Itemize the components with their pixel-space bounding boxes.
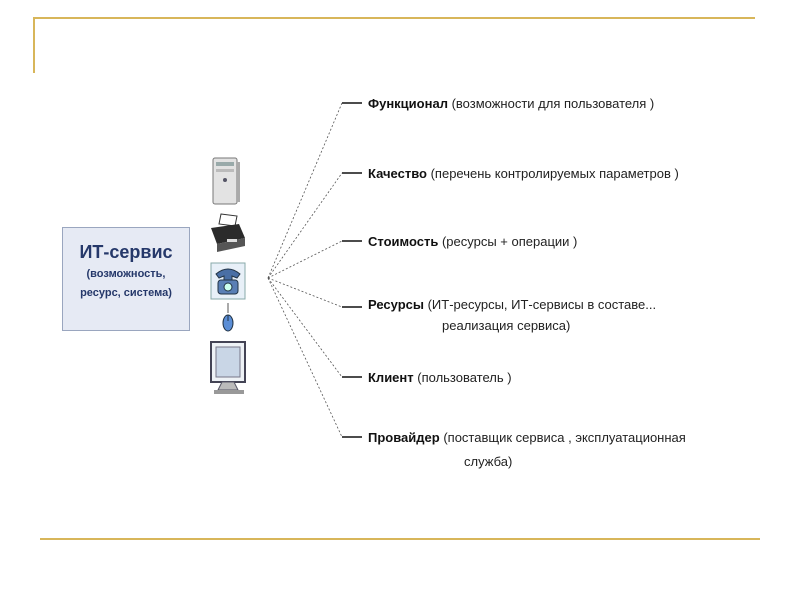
server-icon xyxy=(212,157,240,205)
item-desc: (пользователь ) xyxy=(417,370,512,385)
item-desc: (ресурсы + операции ) xyxy=(441,234,578,249)
item-term: Функционал xyxy=(368,96,448,111)
item-term: Качество xyxy=(368,166,427,181)
item-desc: (перечень контролируемых параметров ) xyxy=(430,166,679,181)
item-provider-continuation: служба) xyxy=(464,454,513,469)
frame-bottom-line xyxy=(40,538,760,540)
it-service-title: ИТ-сервис xyxy=(79,242,173,262)
it-service-subtitle-2: ресурс, система) xyxy=(80,287,172,299)
item-desc: (ИТ-ресурсы, ИТ-сервисы в составе... xyxy=(427,297,657,312)
printer-icon xyxy=(211,213,245,252)
item-term: Ресурсы xyxy=(368,297,424,312)
item-term: Стоимость xyxy=(368,234,439,249)
item-functional: Функционал (возможности для пользователя… xyxy=(368,96,654,111)
monitor-icon xyxy=(210,341,246,394)
item-desc: (поставщик сервиса , эксплуатационная xyxy=(443,430,686,445)
item-term: Клиент xyxy=(368,370,414,385)
it-service-box: ИТ-сервис (возможность, ресурс, система) xyxy=(62,227,190,331)
item-cost: Стоимость (ресурсы + операции ) xyxy=(368,234,577,249)
item-client: Клиент (пользователь ) xyxy=(368,370,512,385)
frame-top-line xyxy=(33,17,755,19)
item-desc: (возможности для пользователя ) xyxy=(451,96,655,111)
item-provider: Провайдер (поставщик сервиса , эксплуата… xyxy=(368,430,686,445)
telephone-icon xyxy=(210,262,246,300)
frame-left-line xyxy=(33,17,35,73)
item-term: Провайдер xyxy=(368,430,440,445)
it-service-subtitle-1: (возможность, xyxy=(86,268,166,280)
item-resources-continuation: реализация сервиса) xyxy=(442,318,571,333)
item-quality: Качество (перечень контролируемых параме… xyxy=(368,166,679,181)
item-resources: Ресурсы (ИТ-ресурсы, ИТ-сервисы в состав… xyxy=(368,297,656,312)
mouse-icon xyxy=(222,303,234,332)
